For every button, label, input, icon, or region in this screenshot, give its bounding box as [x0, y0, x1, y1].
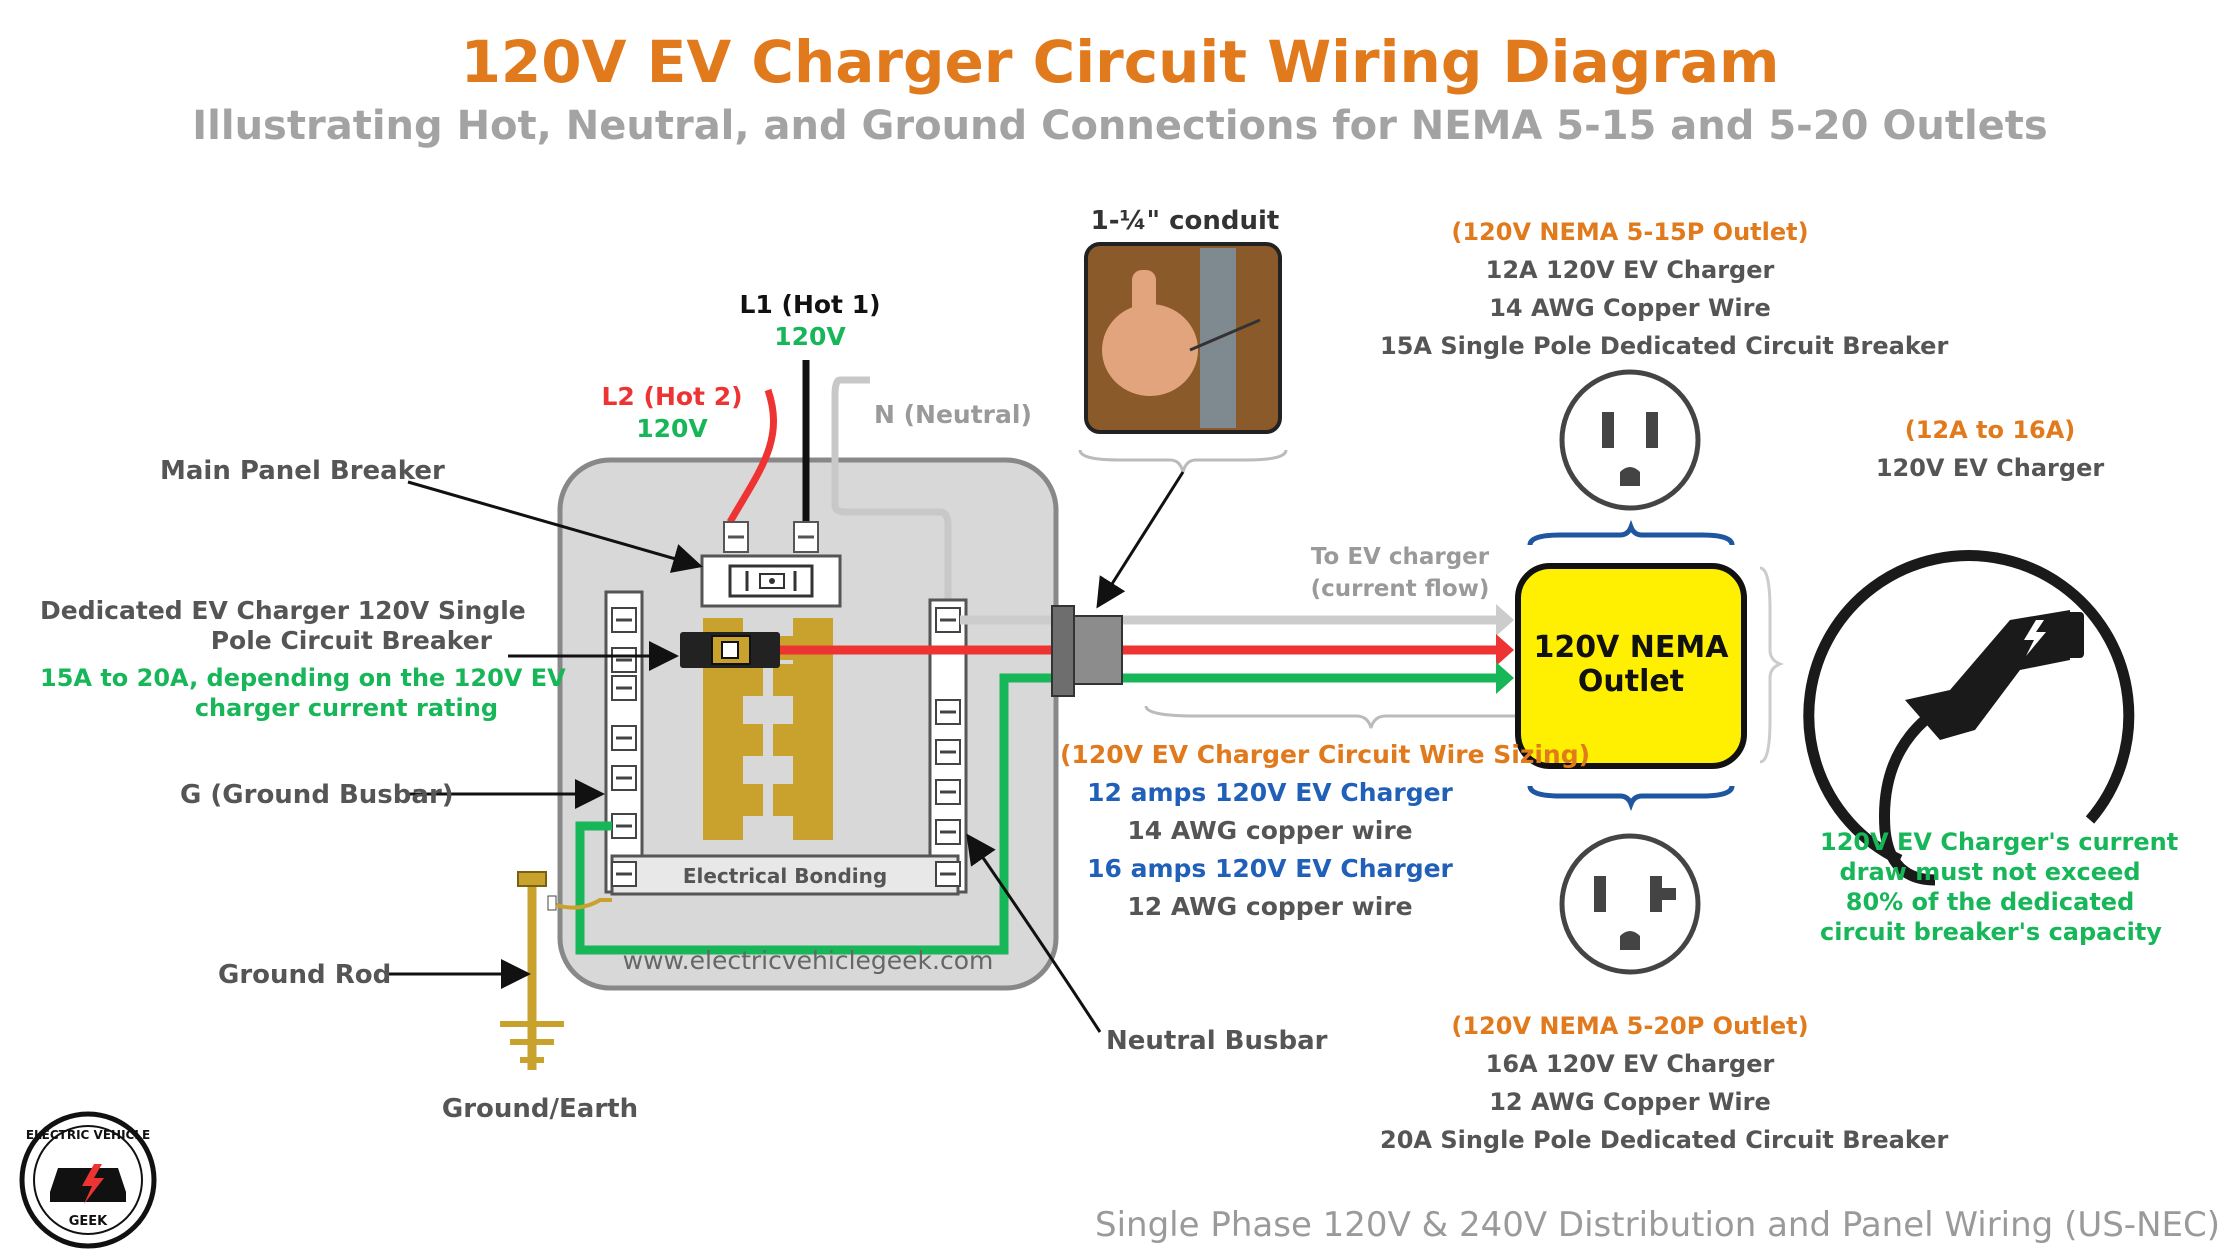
logo-icon [19, 1111, 157, 1249]
nema-520-line1: 16A 120V EV Charger [1485, 1050, 1775, 1078]
footer-caption: Single Phase 120V & 240V Distribution an… [1095, 1205, 2220, 1245]
logo-top-text: ELECTRIC VEHICLE [25, 1128, 151, 1142]
neutral-label: N (Neutral) [874, 400, 1032, 429]
hot-busbar-right [773, 618, 833, 840]
to-ev-label-1: To EV charger [1310, 544, 1490, 570]
page-title: 120V EV Charger Circuit Wiring Diagram [460, 28, 1780, 96]
ground-busbar-label: G (Ground Busbar) [180, 780, 454, 810]
l2-hot-wire [726, 388, 778, 524]
dedicated-breaker-label-1: Dedicated EV Charger 120V Single [40, 596, 526, 625]
charger-brace [1759, 566, 1785, 764]
nema-520-line3: 20A Single Pole Dedicated Circuit Breake… [1380, 1126, 1949, 1154]
nema-5-15-outlet-icon [1559, 369, 1701, 511]
dedicated-breaker-label-2: Pole Circuit Breaker [210, 626, 492, 655]
neutral-service-wire [831, 376, 952, 606]
nema-515-line3: 15A Single Pole Dedicated Circuit Breake… [1380, 332, 1949, 360]
charger-note-2: draw must not exceed [1839, 858, 2141, 886]
charger-label: 120V EV Charger [1875, 454, 2105, 482]
wire-sizing-row2-charger: 16 amps 120V EV Charger [1087, 854, 1453, 883]
l2-label: L2 (Hot 2) [601, 382, 743, 411]
main-panel-breaker-label: Main Panel Breaker [160, 456, 445, 486]
wire-sizing-row1-charger: 12 amps 120V EV Charger [1087, 778, 1453, 807]
electrical-bonding-bar [610, 854, 960, 896]
l2-voltage: 120V [636, 414, 708, 443]
breaker-rating-1: 15A to 20A, depending on the 120V EV [40, 664, 566, 692]
outlet-center-label-2: Outlet [1577, 664, 1685, 699]
outlet-center-label-1: 120V NEMA [1533, 630, 1729, 665]
l1-label: L1 (Hot 1) [739, 290, 881, 319]
conduit-connector [1051, 605, 1075, 697]
nema-520-heading: (120V NEMA 5-20P Outlet) [1451, 1012, 1809, 1040]
arrow-neutral-busbar [966, 833, 1102, 1033]
electrical-bonding-label: Electrical Bonding [682, 864, 888, 888]
arrow-main-breaker [407, 480, 703, 573]
breaker-rating-2: charger current rating [194, 694, 498, 722]
page-subtitle: Illustrating Hot, Neutral, and Ground Co… [192, 103, 2048, 149]
charger-heading: (12A to 16A) [1904, 416, 2076, 444]
charger-note-3: 80% of the dedicated [1845, 888, 2135, 916]
neutral-busbar-label: Neutral Busbar [1106, 1026, 1328, 1056]
wire-sizing-heading: (120V EV Charger Circuit Wire Sizing) [1060, 740, 1591, 769]
conduit-brace [1078, 449, 1288, 473]
wire-sizing-row1-wire: 14 AWG copper wire [1127, 816, 1413, 845]
outlet-brace-top [1527, 519, 1735, 546]
nema-515-line2: 14 AWG Copper Wire [1489, 294, 1771, 322]
nema-outlet-box [1515, 563, 1747, 769]
nema-520-line2: 12 AWG Copper Wire [1489, 1088, 1771, 1116]
wire-sizing-row2-wire: 12 AWG copper wire [1127, 892, 1413, 921]
charger-note-4: circuit breaker's capacity [1820, 918, 2162, 946]
ev-charger-icon [1803, 550, 2135, 886]
outlet-brace-bottom [1527, 785, 1735, 812]
ground-earth-label: Ground/Earth [441, 1094, 639, 1124]
nema-5-20-outlet-icon [1559, 833, 1701, 975]
ground-rod-label: Ground Rod [218, 960, 392, 990]
to-ev-label-2: (current flow) [1310, 576, 1490, 602]
nema-515-line1: 12A 120V EV Charger [1485, 256, 1775, 284]
logo-bottom-text: GEEK [68, 1214, 108, 1229]
charger-note-1: 120V EV Charger's current [1820, 828, 2179, 856]
ground-rod [500, 871, 612, 1070]
conduit-label: 1-¼" conduit [1090, 206, 1280, 236]
nema-515-heading: (120V NEMA 5-15P Outlet) [1451, 218, 1809, 246]
l1-voltage: 120V [774, 322, 846, 351]
website-url: www.electricvehiclegeek.com [622, 946, 994, 975]
